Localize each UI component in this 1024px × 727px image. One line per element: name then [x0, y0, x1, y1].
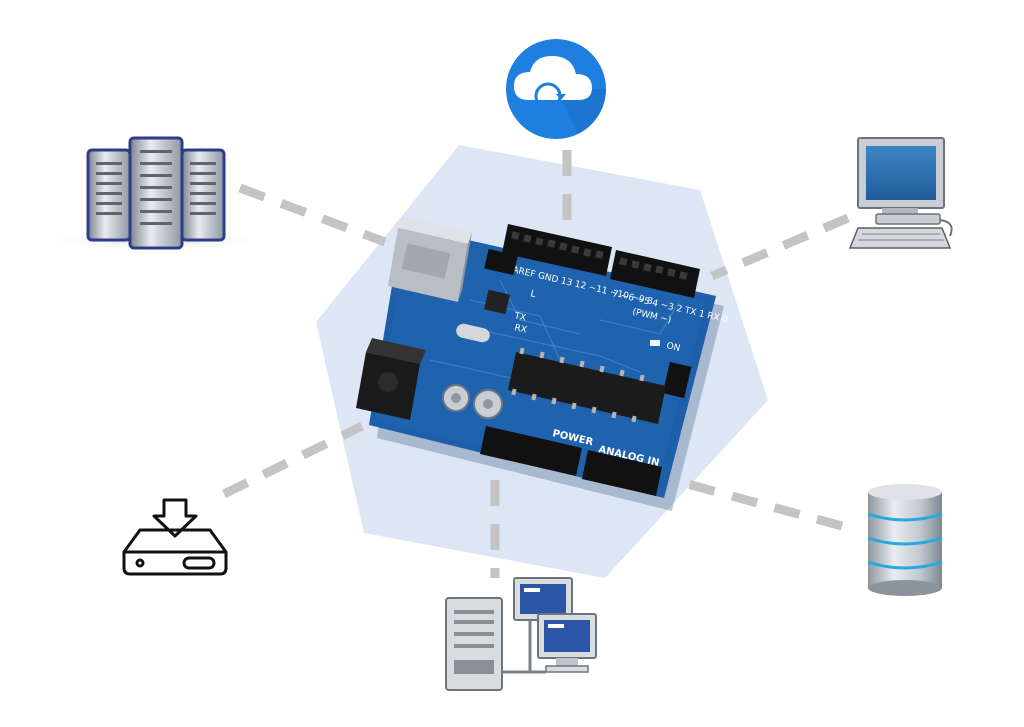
microcontroller [508, 347, 666, 424]
desktop-computer-icon [848, 137, 953, 249]
connectors [222, 150, 850, 578]
network-computers-icon [445, 577, 597, 691]
capacitors [442, 384, 503, 419]
power-header [480, 426, 582, 476]
digital-header-2 [610, 250, 700, 298]
rx-label: RX [513, 323, 527, 336]
digital-header-1 [502, 224, 612, 276]
on-label: ON [665, 341, 681, 354]
connector-computer [710, 213, 850, 281]
database-icon [867, 484, 943, 596]
connector-download [222, 421, 364, 499]
power-jack [356, 338, 426, 420]
server-rack-icon [35, 136, 275, 250]
icsp-header-right [662, 361, 692, 399]
analog-header [582, 450, 662, 496]
cloud-sync-icon [506, 39, 607, 139]
icsp-header [484, 248, 518, 276]
connector-servers [238, 183, 387, 247]
connector-database [682, 478, 844, 531]
usb-chip [484, 289, 510, 315]
download-drive-icon [122, 498, 228, 576]
board-traces [429, 279, 681, 381]
l-label: L [529, 289, 536, 300]
tx-label: TX [512, 311, 527, 324]
arduino-board: AREF GND 13 12 ~11 ~10 ~9 8 7 ~6 ~5 4 ~3… [356, 216, 729, 511]
on-led [650, 340, 660, 346]
usb-connector [388, 216, 472, 302]
crystal [456, 323, 490, 343]
